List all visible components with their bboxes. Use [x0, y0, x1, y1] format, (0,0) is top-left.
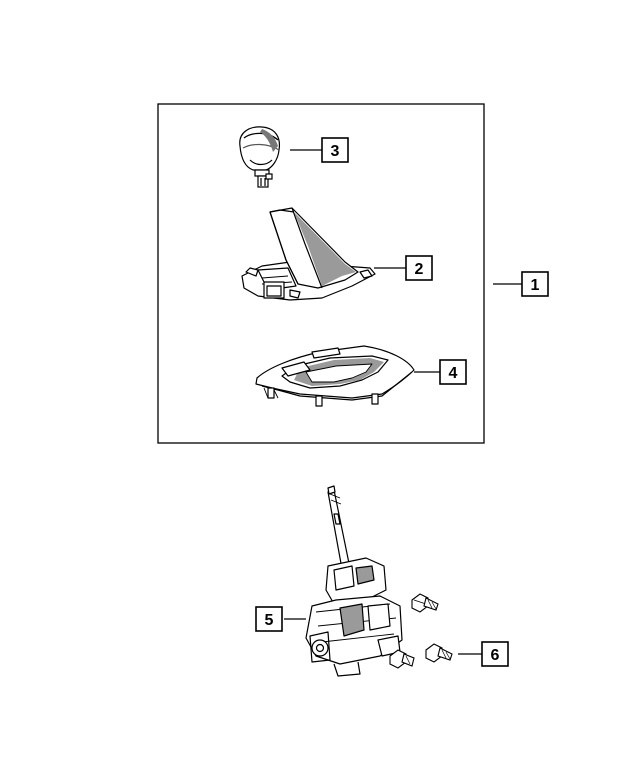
callout-label-1: 1 [531, 277, 540, 294]
callout-label-3: 3 [331, 143, 340, 160]
callout-label-6: 6 [491, 647, 500, 664]
callout-5: 5 [255, 606, 283, 632]
assembly-group-frame [157, 103, 485, 444]
shift-knob-icon [239, 126, 281, 188]
callout-label-5: 5 [265, 612, 274, 629]
console-trim-bezel-icon [255, 345, 415, 407]
callout-6: 6 [481, 641, 509, 667]
callout-3: 3 [321, 137, 349, 163]
callout-2: 2 [405, 255, 433, 281]
callout-1: 1 [521, 271, 549, 297]
leader-lines [284, 149, 522, 655]
gear-shifter-mechanism-icon [305, 485, 403, 677]
callout-label-2: 2 [415, 261, 424, 278]
callout-label-4: 4 [449, 365, 458, 382]
shift-boot-bezel-icon [241, 207, 376, 301]
callout-4: 4 [439, 359, 467, 385]
bolt-icon [389, 593, 453, 669]
